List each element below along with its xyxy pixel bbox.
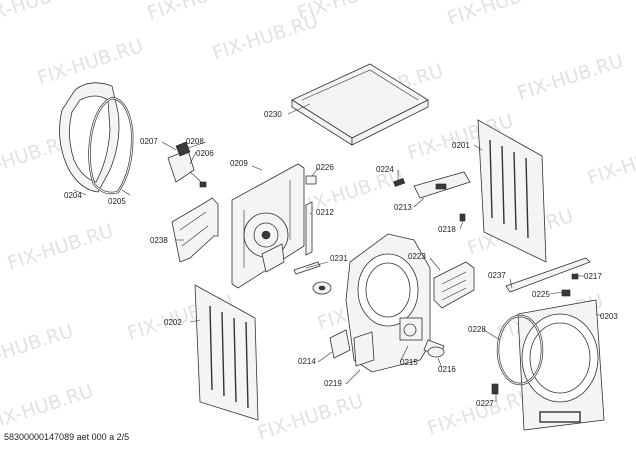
label-0219: 0219 <box>324 379 342 388</box>
part-0226-clip <box>305 175 317 185</box>
part-0230-top-cover <box>291 63 429 146</box>
part-0223-filter <box>433 261 475 309</box>
label-0225: 0225 <box>532 290 550 299</box>
label-0224: 0224 <box>376 165 394 174</box>
watermark: FIX-HUB.RU <box>425 385 536 440</box>
part-0212-strip <box>305 201 313 256</box>
part-0218-small-clip <box>459 213 466 222</box>
part-labels: 0204 0205 0207 0208 0206 0238 0230 0209 … <box>64 110 618 408</box>
label-0203: 0203 <box>600 312 618 321</box>
part-0217-clip <box>571 273 579 280</box>
watermark: FIX-HUB.RU <box>515 50 626 105</box>
part-0216-connector <box>423 339 445 358</box>
label-0228: 0228 <box>468 325 486 334</box>
label-0227: 0227 <box>476 399 494 408</box>
part-0237-rail <box>505 257 591 293</box>
part-0201-side-panel <box>477 119 547 263</box>
part-0204-door-seal <box>59 82 120 193</box>
part-0214-bracket <box>329 329 351 359</box>
part-0231-shaft <box>293 261 332 295</box>
part-0205-gasket <box>88 96 134 195</box>
label-0231: 0231 <box>330 254 348 263</box>
label-0214: 0214 <box>298 357 316 366</box>
label-0204: 0204 <box>64 191 82 200</box>
watermark: FIX-HUB.RU <box>585 135 636 190</box>
label-0208: 0208 <box>186 137 204 146</box>
label-0218: 0218 <box>438 225 456 234</box>
watermark: FIX-HUB.RU <box>255 390 366 445</box>
watermark: FIX-HUB.RU <box>210 10 321 65</box>
part-0202-side-panel <box>194 284 259 421</box>
part-0228-gasket <box>496 314 544 386</box>
watermark: FIX-HUB.RU <box>0 0 86 30</box>
part-0209-rear-panel <box>231 163 305 289</box>
part-0238-bracket <box>171 197 219 263</box>
label-0205: 0205 <box>108 197 126 206</box>
part-0227-latch <box>491 383 499 395</box>
label-0217: 0217 <box>584 272 602 281</box>
label-0215: 0215 <box>400 358 418 367</box>
leader-lines <box>73 103 603 402</box>
label-0238: 0238 <box>150 236 168 245</box>
part-0213-rail <box>413 171 471 199</box>
watermark: FIX-HUB.RU <box>0 380 96 435</box>
part-0224-clip <box>393 178 406 187</box>
part-0225-clip <box>561 289 571 297</box>
part-0219-front-frame <box>345 233 431 373</box>
watermark: FIX-HUB.RU <box>35 35 146 90</box>
label-0201: 0201 <box>452 141 470 150</box>
label-0206: 0206 <box>196 149 214 158</box>
part-0208-switch <box>167 141 207 188</box>
label-0216: 0216 <box>438 365 456 374</box>
label-0207: 0207 <box>140 137 158 146</box>
watermark: FIX-HUB.RU <box>145 0 256 25</box>
label-0209: 0209 <box>230 159 248 168</box>
watermark: FIX-HUB.RU <box>445 0 556 30</box>
label-0226: 0226 <box>316 163 334 172</box>
label-0237: 0237 <box>488 271 506 280</box>
label-0213: 0213 <box>394 203 412 212</box>
label-0212: 0212 <box>316 208 334 217</box>
label-0223: 0223 <box>408 252 426 261</box>
document-reference: 58300000147089 aet 000 a 2/5 <box>4 432 130 442</box>
label-0230: 0230 <box>264 110 282 119</box>
watermark: FIX-HUB.RU <box>0 320 76 375</box>
label-0202: 0202 <box>164 318 182 327</box>
watermark: FIX-HUB.RU <box>5 220 116 275</box>
